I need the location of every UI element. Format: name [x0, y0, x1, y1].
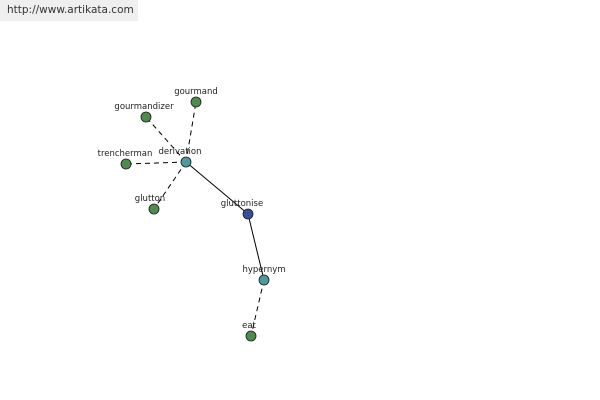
edge-derivation-gourmand [185, 101, 197, 163]
node-derivation[interactable]: derivation [158, 147, 202, 168]
node-circle-gourmandizer[interactable] [140, 111, 152, 123]
node-hypernym[interactable]: hypernym [242, 265, 286, 286]
node-label-eat: eat [242, 321, 256, 331]
node-label-hypernym: hypernym [242, 265, 285, 275]
watermark-url: http://www.artikata.com [0, 0, 138, 21]
node-circle-eat[interactable] [245, 330, 257, 342]
node-eat[interactable]: eat [242, 321, 257, 342]
edge-hypernym-eat [250, 279, 265, 337]
node-gourmandizer[interactable]: gourmandizer [114, 102, 174, 123]
edge-derivation-glutton [153, 161, 187, 210]
node-circle-derivation[interactable] [180, 156, 192, 168]
node-gluttonise[interactable]: gluttonise [221, 199, 263, 220]
node-label-gourmand: gourmand [174, 87, 218, 97]
node-label-gourmandizer: gourmandizer [114, 102, 174, 112]
node-circle-trencherman[interactable] [120, 158, 132, 170]
node-circle-glutton[interactable] [148, 203, 160, 215]
node-label-glutton: glutton [135, 194, 165, 204]
edge-derivation-trencherman [125, 161, 187, 165]
node-label-trencherman: trencherman [98, 149, 153, 159]
edge-layer [125, 101, 265, 337]
edge-gluttonise-hypernym [247, 213, 265, 281]
node-gourmand[interactable]: gourmand [174, 87, 218, 108]
node-circle-gourmand[interactable] [190, 96, 202, 108]
node-circle-gluttonise[interactable] [242, 208, 254, 220]
node-circle-hypernym[interactable] [258, 274, 270, 286]
node-glutton[interactable]: glutton [135, 194, 165, 215]
edge-derivation-gourmandizer [145, 116, 187, 163]
edge-gluttonise-derivation [185, 161, 249, 215]
node-label-derivation: derivation [158, 147, 201, 157]
node-trencherman[interactable]: trencherman [98, 149, 153, 170]
node-label-gluttonise: gluttonise [221, 199, 263, 209]
